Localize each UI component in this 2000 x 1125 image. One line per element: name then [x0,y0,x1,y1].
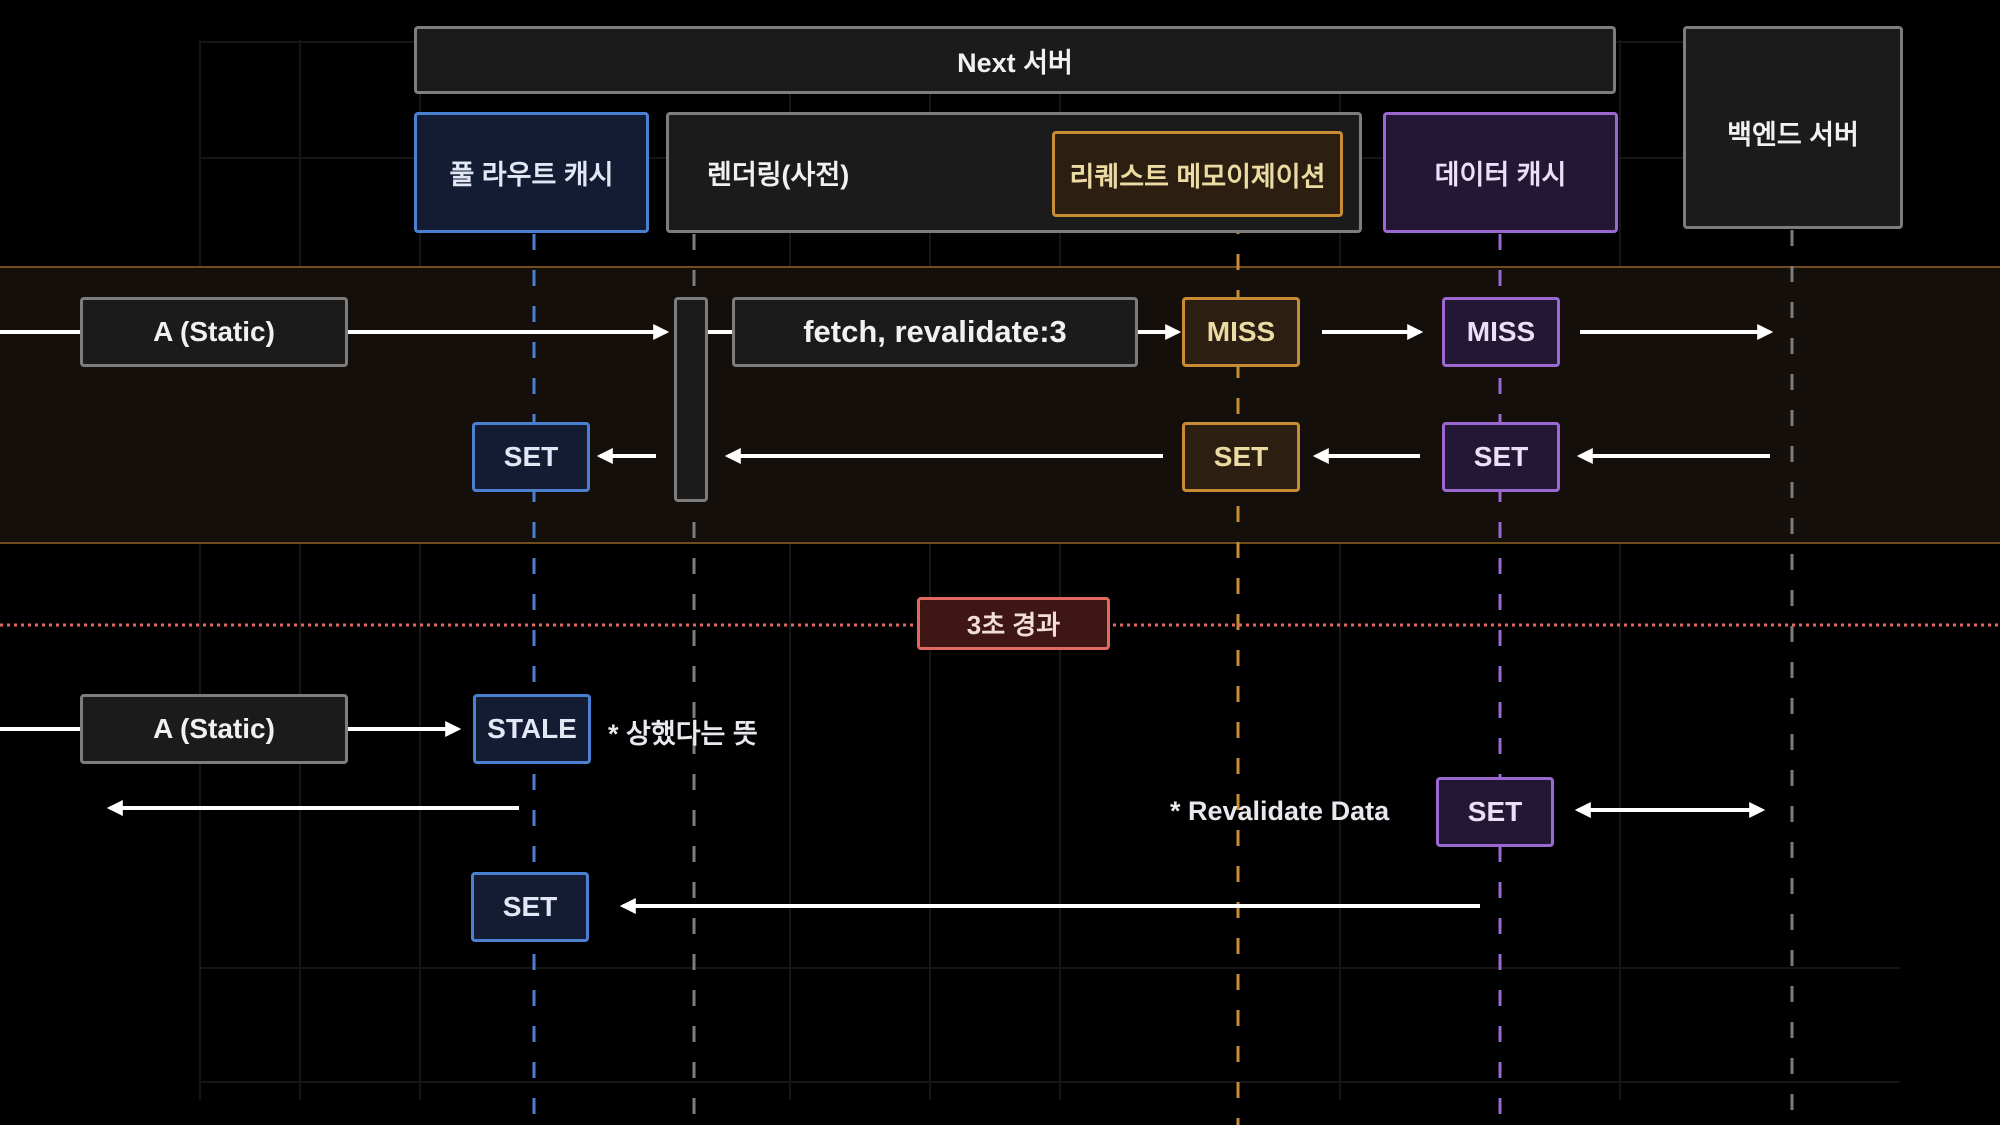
request-memoization-box: 리퀘스트 메모이제이션 [1052,131,1343,217]
revalidate-note: * Revalidate Data [1170,796,1390,826]
route-cache-set-box: SET [472,422,590,492]
data-cache-revalidate-set-box: SET [1436,777,1554,847]
route-cache-stale-box: STALE [473,694,591,764]
rendering-label: 렌더링(사전) [707,160,850,190]
backend-server-box: 백엔드 서버 [1683,26,1903,229]
request-a-static-1: A (Static) [80,297,348,367]
stale-note: * 상했다는 뜻 [608,719,758,749]
fetch-call-box: fetch, revalidate:3 [732,297,1138,367]
next-server-box: Next 서버 [414,26,1616,94]
request-a-static-2: A (Static) [80,694,348,764]
data-cache-miss-box: MISS [1442,297,1560,367]
memo-set-box: SET [1182,422,1300,492]
time-elapsed-badge: 3초 경과 [917,597,1110,650]
route-cache-reset-box: SET [471,872,589,942]
rendering-activation-bar [674,297,708,502]
memo-miss-box: MISS [1182,297,1300,367]
full-route-cache-box: 풀 라우트 캐시 [414,112,649,233]
data-cache-set-box: SET [1442,422,1560,492]
data-cache-box: 데이터 캐시 [1383,112,1618,233]
